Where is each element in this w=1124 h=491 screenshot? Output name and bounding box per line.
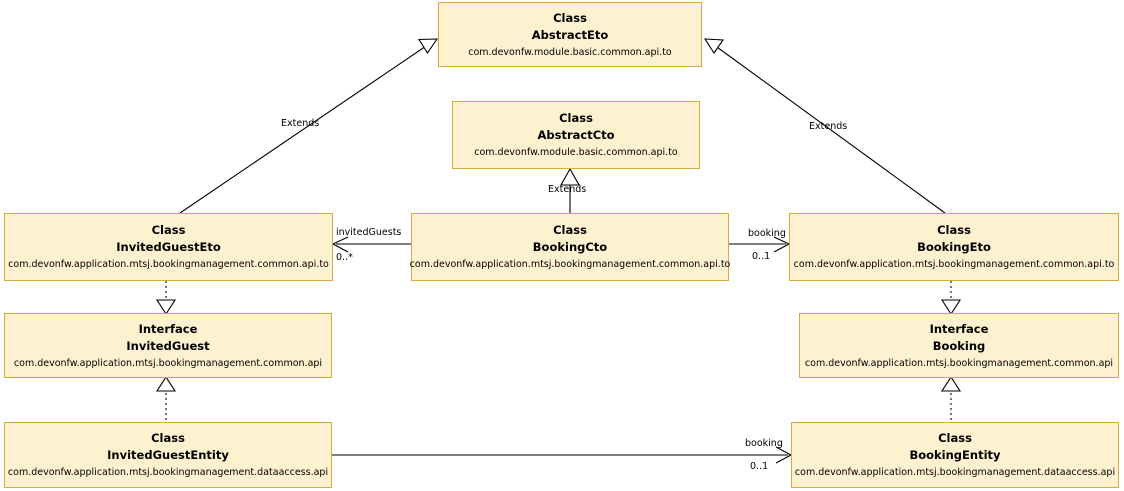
edge-booking-entity-implements	[940, 375, 962, 420]
class-box-invited-guest-eto[interactable]: Class InvitedGuestEto com.devonfw.applic…	[4, 213, 333, 281]
edge-booking-eto-implements	[940, 281, 962, 316]
class-box-invited-guest-entity[interactable]: Class InvitedGuestEntity com.devonfw.app…	[4, 422, 332, 488]
edge-multiplicity-invited-guests: 0..*	[336, 252, 353, 263]
package-label: com.devonfw.module.basic.common.api.to	[468, 46, 672, 58]
type-name-label: InvitedGuest	[126, 338, 210, 353]
class-box-abstract-cto[interactable]: Class AbstractCto com.devonfw.module.bas…	[452, 101, 700, 169]
class-box-booking-cto[interactable]: Class BookingCto com.devonfw.application…	[409, 213, 731, 281]
stereotype-label: Class	[559, 111, 593, 125]
edge-label-booking-cto-booking: booking	[748, 228, 786, 239]
stereotype-label: Interface	[929, 321, 989, 336]
package-label: com.devonfw.application.mtsj.bookingmana…	[409, 259, 731, 270]
type-name-label: AbstractCto	[537, 128, 615, 142]
interface-box-booking[interactable]: Interface Booking com.devonfw.applicatio…	[799, 313, 1119, 378]
edge-label-invited-guests: invitedGuests	[336, 227, 402, 238]
edge-invited-guest-entity-implements	[155, 375, 177, 420]
type-name-label: InvitedGuestEto	[116, 240, 221, 254]
stereotype-label: Class	[938, 431, 972, 445]
edge-invited-guest-entity-booking	[332, 446, 793, 464]
edge-label-entity-booking: booking	[745, 438, 783, 449]
package-label: com.devonfw.application.mtsj.bookingmana…	[804, 357, 1114, 369]
edge-booking-cto-invited-guests	[331, 236, 412, 253]
edge-label-extends-invited-guest-eto: Extends	[281, 118, 320, 129]
type-name-label: Booking	[932, 338, 986, 353]
type-name-label: AbstractEto	[531, 27, 609, 42]
type-name-label: BookingEntity	[909, 448, 1001, 462]
package-label: com.devonfw.application.mtsj.bookingmana…	[13, 357, 323, 369]
interface-box-invited-guest[interactable]: Interface InvitedGuest com.devonfw.appli…	[4, 313, 332, 378]
stereotype-label: Class	[151, 431, 185, 445]
class-box-booking-entity[interactable]: Class BookingEntity com.devonfw.applicat…	[791, 422, 1119, 488]
class-box-booking-eto[interactable]: Class BookingEto com.devonfw.application…	[789, 213, 1119, 281]
package-label: com.devonfw.application.mtsj.bookingmana…	[8, 259, 329, 270]
edge-label-extends-booking-cto: Extends	[548, 184, 587, 195]
type-name-label: BookingCto	[532, 240, 608, 254]
edge-multiplicity-booking-cto-booking: 0..1	[752, 251, 771, 262]
stereotype-label: Class	[937, 223, 971, 237]
package-label: com.devonfw.application.mtsj.bookingmana…	[7, 467, 329, 478]
type-name-label: BookingEto	[917, 240, 991, 254]
edge-multiplicity-entity-booking: 0..1	[750, 461, 769, 472]
edge-invited-guest-eto-implements	[155, 281, 177, 316]
package-label: com.devonfw.application.mtsj.bookingmana…	[794, 467, 1116, 478]
stereotype-label: Interface	[138, 321, 198, 336]
class-box-abstract-eto[interactable]: Class AbstractEto com.devonfw.module.bas…	[438, 2, 702, 67]
stereotype-label: Class	[553, 223, 587, 237]
stereotype-label: Class	[553, 10, 587, 25]
stereotype-label: Class	[151, 223, 186, 237]
type-name-label: InvitedGuestEntity	[107, 448, 229, 462]
edge-label-extends-booking-eto: Extends	[809, 121, 848, 132]
package-label: com.devonfw.application.mtsj.bookingmana…	[793, 259, 1115, 270]
package-label: com.devonfw.module.basic.common.api.to	[474, 147, 678, 158]
